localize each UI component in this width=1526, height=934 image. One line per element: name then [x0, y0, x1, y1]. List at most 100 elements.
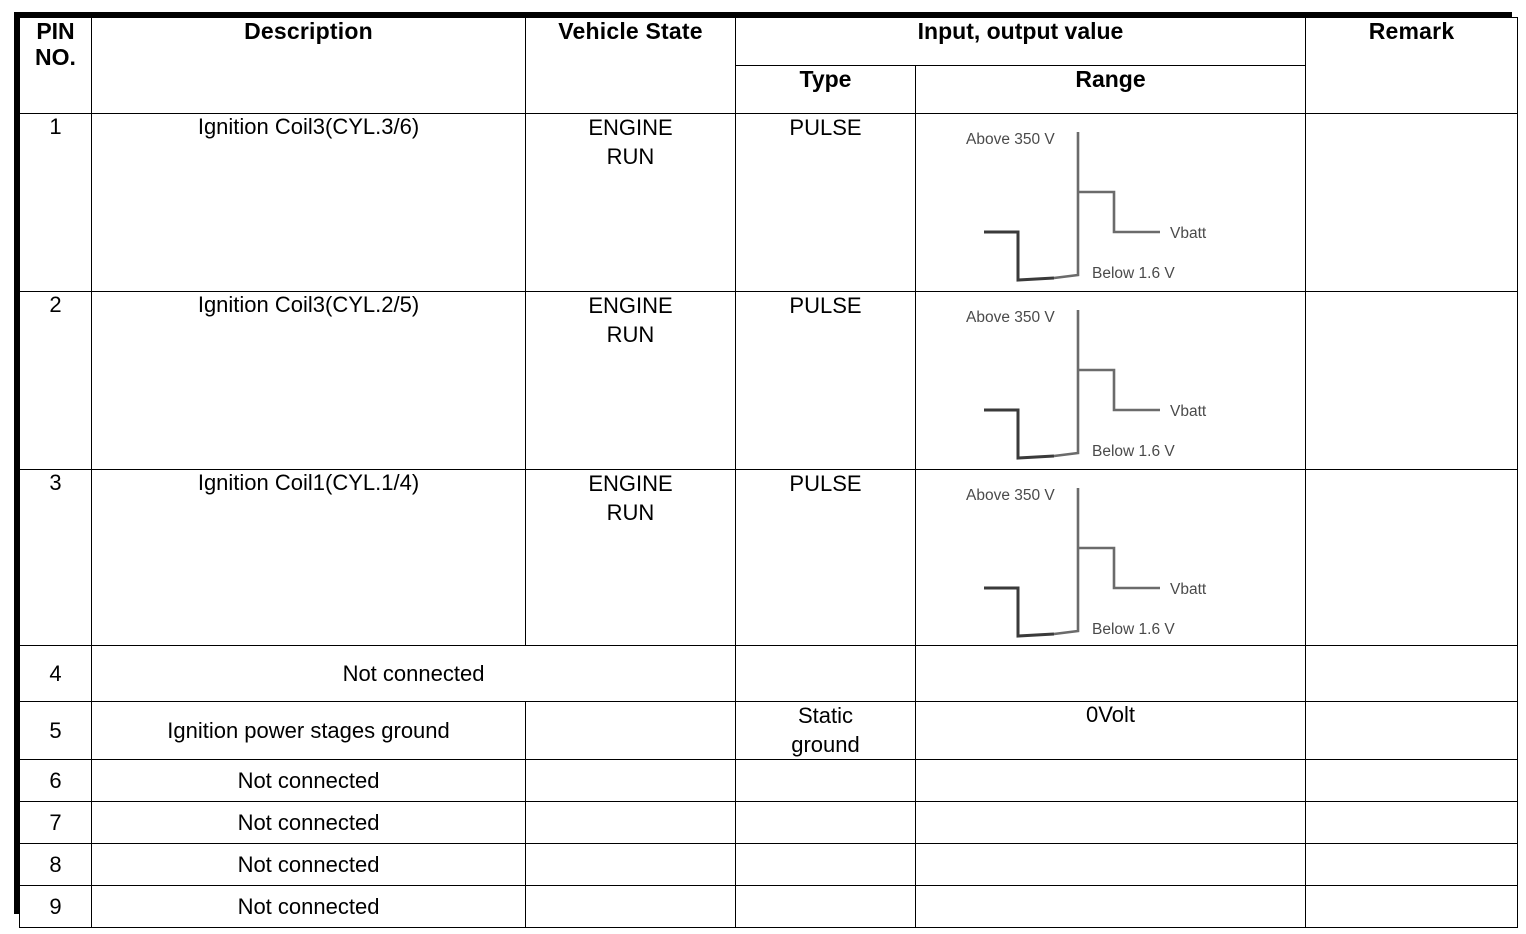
cell-type: PULSE: [735, 113, 916, 292]
cell-remark: [1305, 469, 1519, 646]
cell-range: [914, 645, 1307, 702]
pin-assignment-table: PIN NO. Description Vehicle State Input,…: [19, 17, 1519, 929]
cell-type: [735, 885, 916, 929]
waveform-label-below: Below 1.6 V: [1092, 621, 1175, 638]
table-row: 4 Not connected: [19, 645, 1519, 702]
table-header: PIN NO. Description Vehicle State Input,…: [19, 17, 1519, 114]
waveform-vbatt-drop-path: [983, 586, 1054, 638]
cell-remark: [1305, 700, 1519, 761]
waveform-label-below: Below 1.6 V: [1092, 265, 1175, 282]
table-body: 1 Ignition Coil3(CYL.3/6) ENGINE RUN PUL…: [19, 113, 1519, 929]
column-header-vehicle-state: Vehicle State: [525, 17, 736, 114]
cell-range: Above 350 V Vbatt Below 1.6 V: [914, 113, 1307, 292]
vehicle-state-line-1: ENGINE: [588, 293, 673, 318]
table-row: 5 Ignition power stages ground Static gr…: [19, 700, 1519, 761]
cell-range: [914, 801, 1307, 845]
table-row: 8 Not connected: [19, 843, 1519, 887]
cell-vehicle-state: [525, 885, 736, 929]
cell-pin-no: 4: [19, 645, 92, 702]
cell-pin-no: 7: [19, 801, 92, 845]
cell-description: Not connected: [91, 645, 736, 702]
cell-description: Not connected: [91, 885, 526, 929]
cell-pin-no: 9: [19, 885, 92, 929]
cell-vehicle-state: [525, 759, 736, 803]
waveform-vbatt-drop-path: [983, 230, 1054, 282]
cell-range: [914, 885, 1307, 929]
cell-type: [735, 801, 916, 845]
cell-range: Above 350 V Vbatt Below 1.6 V: [914, 291, 1307, 470]
waveform-spike-path: [1053, 310, 1160, 458]
cell-vehicle-state: ENGINE RUN: [525, 291, 736, 470]
cell-pin-no: 2: [19, 291, 92, 470]
column-header-input-output-value: Input, output value: [734, 17, 1307, 66]
table-row: 9 Not connected: [19, 885, 1519, 929]
ignition-pulse-waveform-diagram: Above 350 V Vbatt Below 1.6 V: [916, 470, 1305, 645]
column-header-type: Type: [735, 65, 916, 114]
cell-type: Static ground: [735, 700, 916, 761]
header-row-1: PIN NO. Description Vehicle State Input,…: [19, 17, 1519, 114]
cell-type: PULSE: [735, 469, 916, 646]
cell-remark: [1305, 645, 1519, 702]
ignition-pulse-waveform-diagram: Above 350 V Vbatt Below 1.6 V: [916, 114, 1305, 291]
cell-remark: [1305, 843, 1519, 887]
cell-pin-no: 6: [19, 759, 92, 803]
vehicle-state-line-1: ENGINE: [588, 471, 673, 496]
cell-description: Ignition Coil1(CYL.1/4): [91, 469, 526, 646]
table-row: 1 Ignition Coil3(CYL.3/6) ENGINE RUN PUL…: [19, 113, 1519, 292]
cell-type: [735, 645, 916, 702]
cell-description: Not connected: [91, 759, 526, 803]
waveform-spike-path: [1053, 132, 1160, 280]
cell-description: Not connected: [91, 843, 526, 887]
cell-pin-no: 1: [19, 113, 92, 292]
waveform-label-vbatt: Vbatt: [1170, 581, 1207, 598]
cell-pin-no: 5: [19, 700, 92, 761]
cell-description: Ignition power stages ground: [91, 700, 526, 761]
waveform-spike-path: [1053, 488, 1160, 636]
cell-vehicle-state: ENGINE RUN: [525, 469, 736, 646]
cell-type: [735, 759, 916, 803]
waveform-svg: Above 350 V Vbatt Below 1.6 V: [966, 309, 1207, 460]
cell-description: Ignition Coil3(CYL.3/6): [91, 113, 526, 292]
cell-remark: [1305, 759, 1519, 803]
column-header-range: Range: [914, 65, 1307, 114]
waveform-label-below: Below 1.6 V: [1092, 443, 1175, 460]
cell-type: [735, 843, 916, 887]
waveform-label-above: Above 350 V: [966, 309, 1055, 326]
vehicle-state-line-2: RUN: [606, 321, 655, 347]
cell-range: Above 350 V Vbatt Below 1.6 V: [914, 469, 1307, 646]
waveform-label-above: Above 350 V: [966, 487, 1055, 504]
cell-range: [914, 843, 1307, 887]
waveform-vbatt-drop-path: [983, 408, 1054, 460]
table-row: 6 Not connected: [19, 759, 1519, 803]
cell-pin-no: 8: [19, 843, 92, 887]
type-line-2: ground: [791, 731, 860, 757]
ignition-pulse-waveform-diagram: Above 350 V Vbatt Below 1.6 V: [916, 292, 1305, 469]
waveform-label-vbatt: Vbatt: [1170, 403, 1207, 420]
waveform-label-above: Above 350 V: [966, 131, 1055, 148]
cell-vehicle-state: [525, 843, 736, 887]
column-header-description: Description: [91, 17, 526, 114]
cell-vehicle-state: [525, 801, 736, 845]
column-header-pin-no: PIN NO.: [19, 17, 92, 114]
table-row: 2 Ignition Coil3(CYL.2/5) ENGINE RUN PUL…: [19, 291, 1519, 470]
cell-type: PULSE: [735, 291, 916, 470]
cell-range: 0Volt: [914, 700, 1307, 761]
waveform-svg: Above 350 V Vbatt Below 1.6 V: [966, 131, 1207, 282]
cell-remark: [1305, 885, 1519, 929]
header-row-2: Type Range: [20, 65, 1518, 114]
pin-no-line-2: NO.: [35, 44, 76, 71]
table-row: 7 Not connected: [19, 801, 1519, 845]
cell-vehicle-state: [525, 700, 736, 761]
vehicle-state-line-2: RUN: [606, 143, 655, 169]
pin-no-line-1: PIN: [36, 18, 75, 44]
cell-remark: [1305, 801, 1519, 845]
cell-pin-no: 3: [19, 469, 92, 646]
type-line-1: Static: [797, 703, 854, 728]
cell-range: [914, 759, 1307, 803]
cell-remark: [1305, 291, 1519, 470]
cell-description: Not connected: [91, 801, 526, 845]
cell-description: Ignition Coil3(CYL.2/5): [91, 291, 526, 470]
column-header-remark: Remark: [1305, 17, 1519, 114]
waveform-label-vbatt: Vbatt: [1170, 225, 1207, 242]
